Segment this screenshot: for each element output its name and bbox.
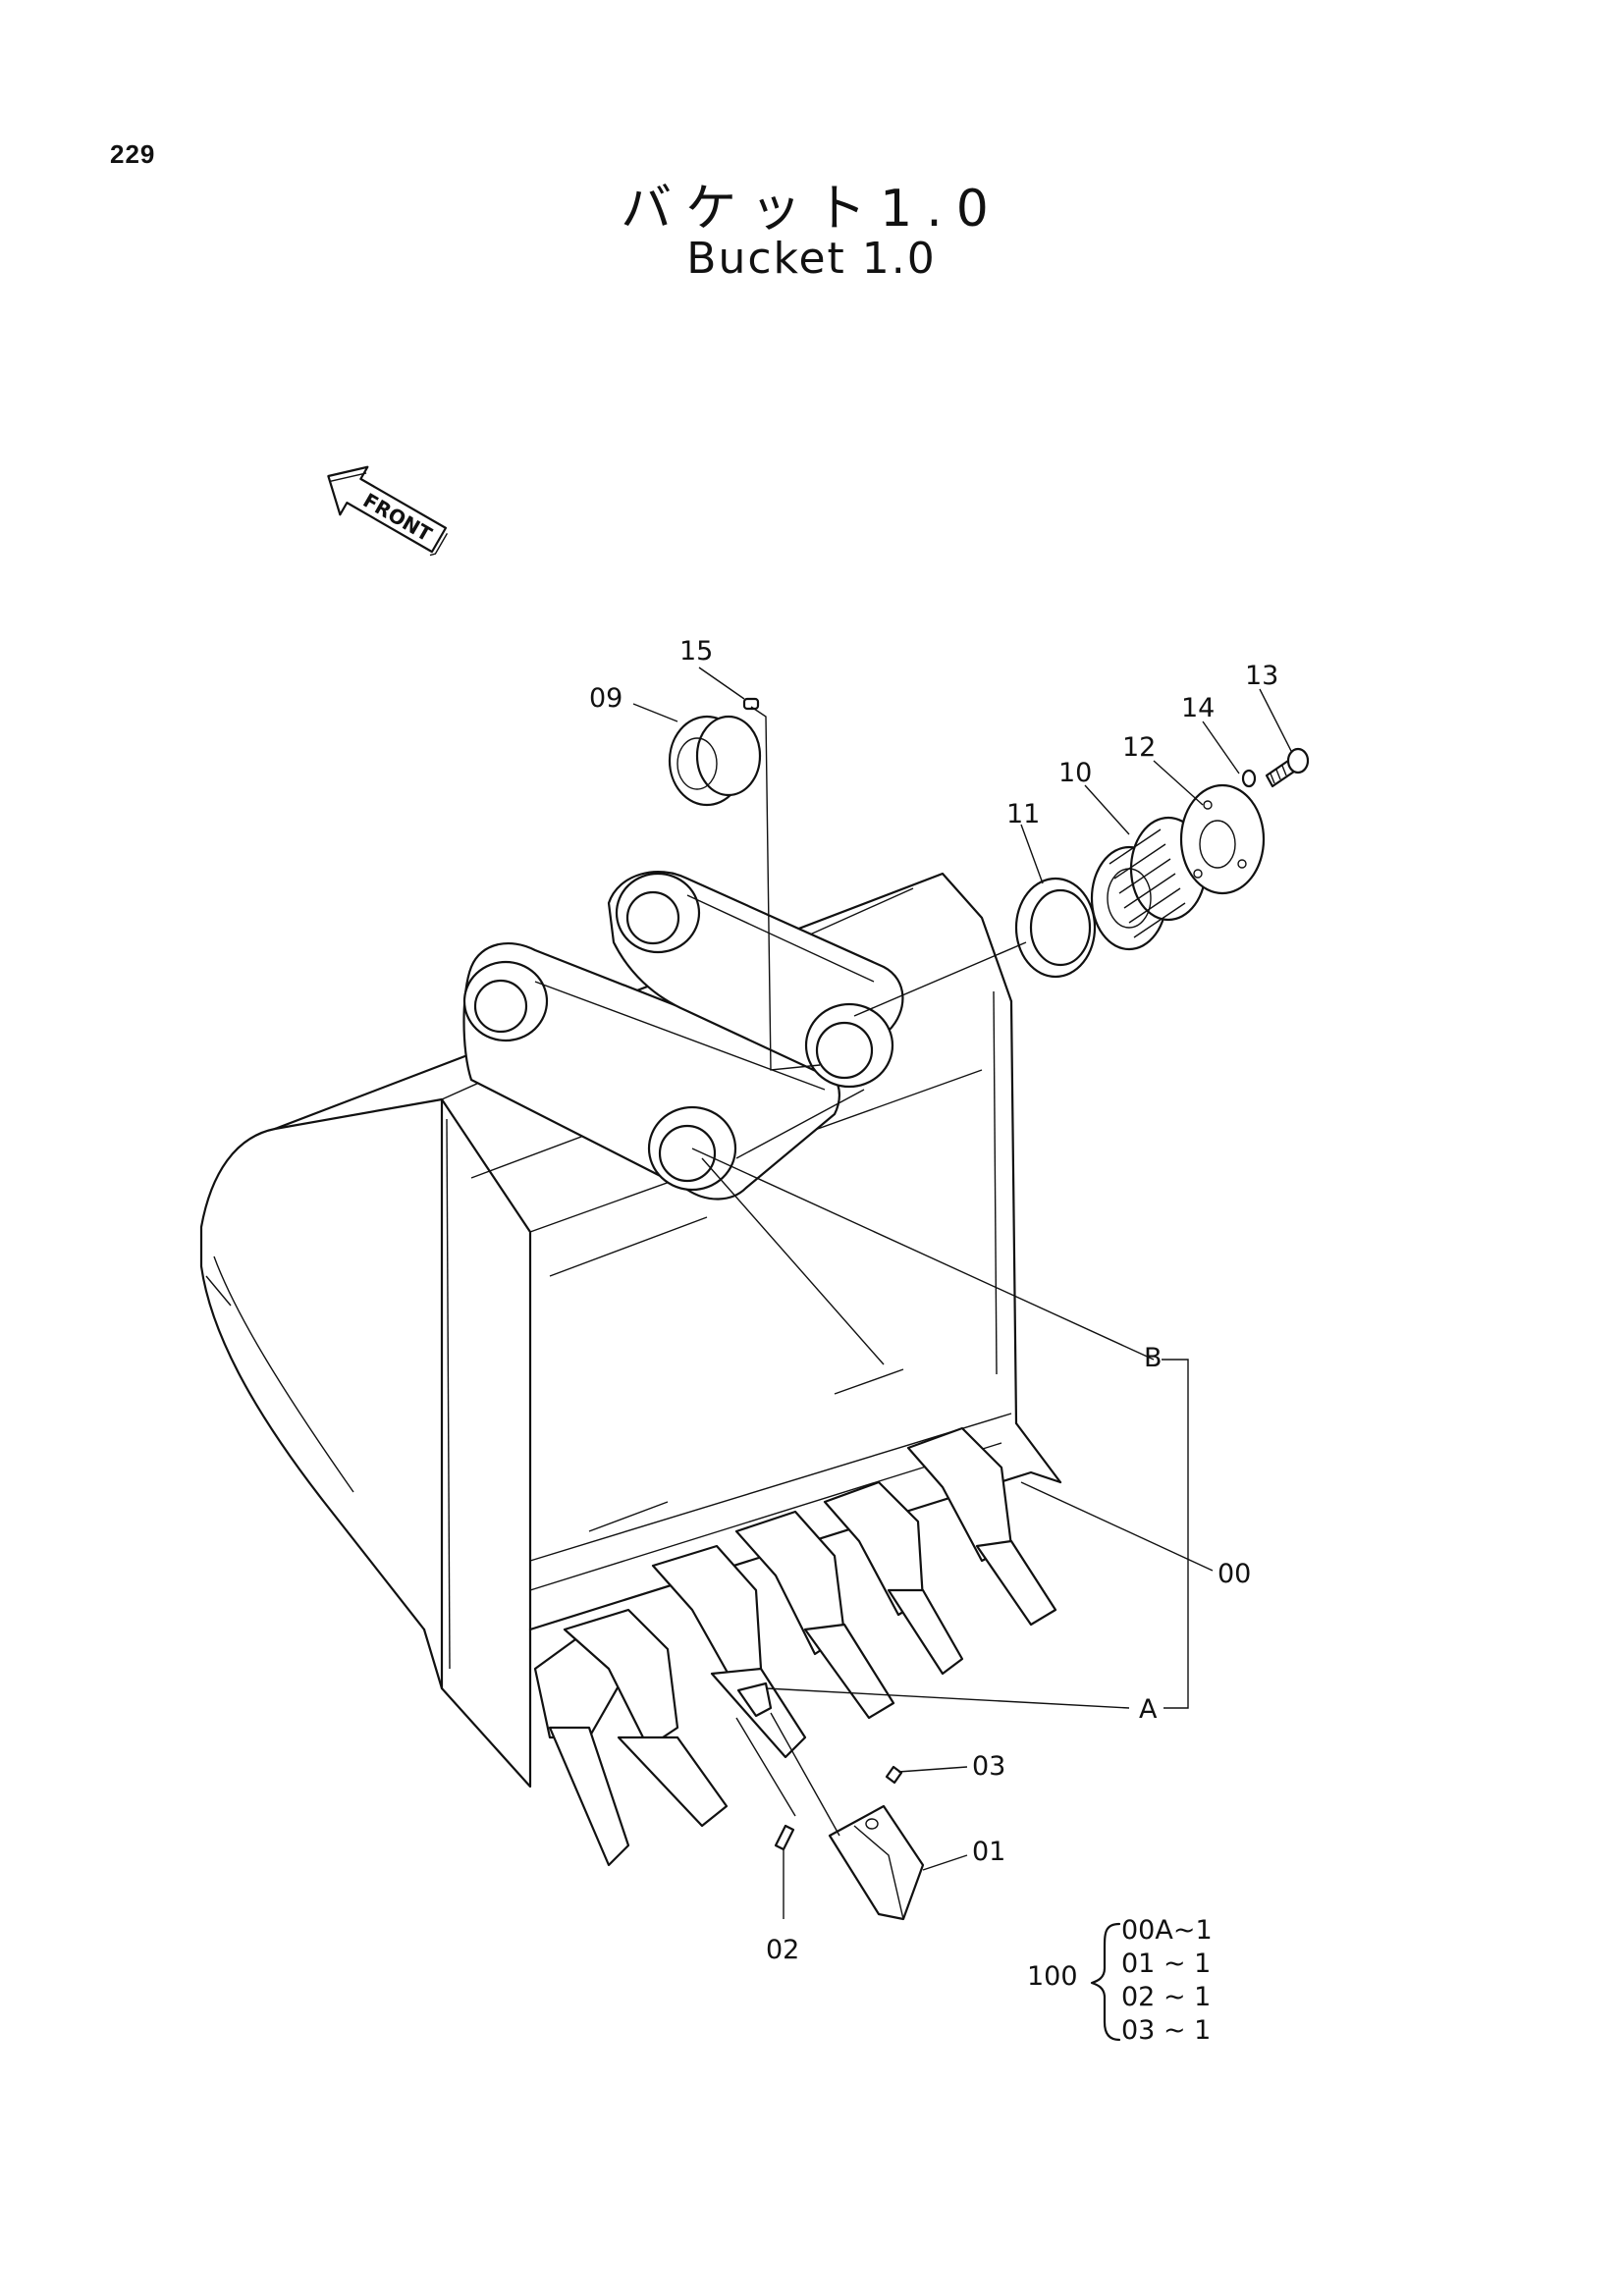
part-adapter	[736, 1682, 773, 1718]
callouts: 15 09 13 14 12 10 11 B 00 A 03 01 02	[589, 636, 1278, 1965]
part-02-lock-pin	[774, 1824, 795, 1851]
kit-item: 00A~1	[1121, 1915, 1213, 1946]
part-13-bolt	[1265, 747, 1310, 788]
part-01-tooth-point	[828, 1804, 925, 1921]
bucket-bracket	[462, 871, 904, 1201]
part-09-pin-cap	[668, 715, 762, 807]
callout-b: B	[1144, 1343, 1163, 1373]
callout-a: A	[1139, 1694, 1158, 1725]
callout-03: 03	[972, 1751, 1005, 1782]
callout-12: 12	[1122, 732, 1156, 763]
callout-15: 15	[679, 636, 713, 667]
kit-label: 100	[1027, 1961, 1078, 1992]
kit-item: 03 ~ 1	[1121, 2015, 1211, 2046]
part-11-ring	[1014, 877, 1097, 979]
callout-09: 09	[589, 683, 622, 714]
part-15-pin	[742, 697, 760, 711]
callout-13: 13	[1245, 661, 1278, 691]
part-14-washer	[1241, 769, 1257, 788]
callout-11: 11	[1006, 799, 1040, 829]
kit-breakdown: 100 00A~1 01 ~ 1 02 ~ 1 03 ~ 1	[1027, 1915, 1213, 2046]
title-japanese: バケット1.0	[621, 180, 1002, 239]
part-12-plate	[1179, 783, 1266, 895]
front-arrow-icon: FRONT	[327, 465, 449, 557]
callout-02: 02	[766, 1935, 799, 1965]
leader-lines	[632, 667, 1292, 1919]
bucket-body	[199, 872, 1062, 1789]
callout-00: 00	[1217, 1559, 1251, 1589]
kit-item: 01 ~ 1	[1121, 1949, 1211, 1979]
part-03-lock	[885, 1765, 903, 1785]
kit-item: 02 ~ 1	[1121, 1982, 1211, 2012]
callout-01: 01	[972, 1837, 1005, 1867]
title-english: Bucket 1.0	[686, 234, 937, 284]
page-number: 229	[110, 139, 156, 169]
bucket-teeth	[533, 1426, 1057, 1867]
callout-14: 14	[1181, 693, 1215, 723]
callout-10: 10	[1058, 758, 1092, 788]
